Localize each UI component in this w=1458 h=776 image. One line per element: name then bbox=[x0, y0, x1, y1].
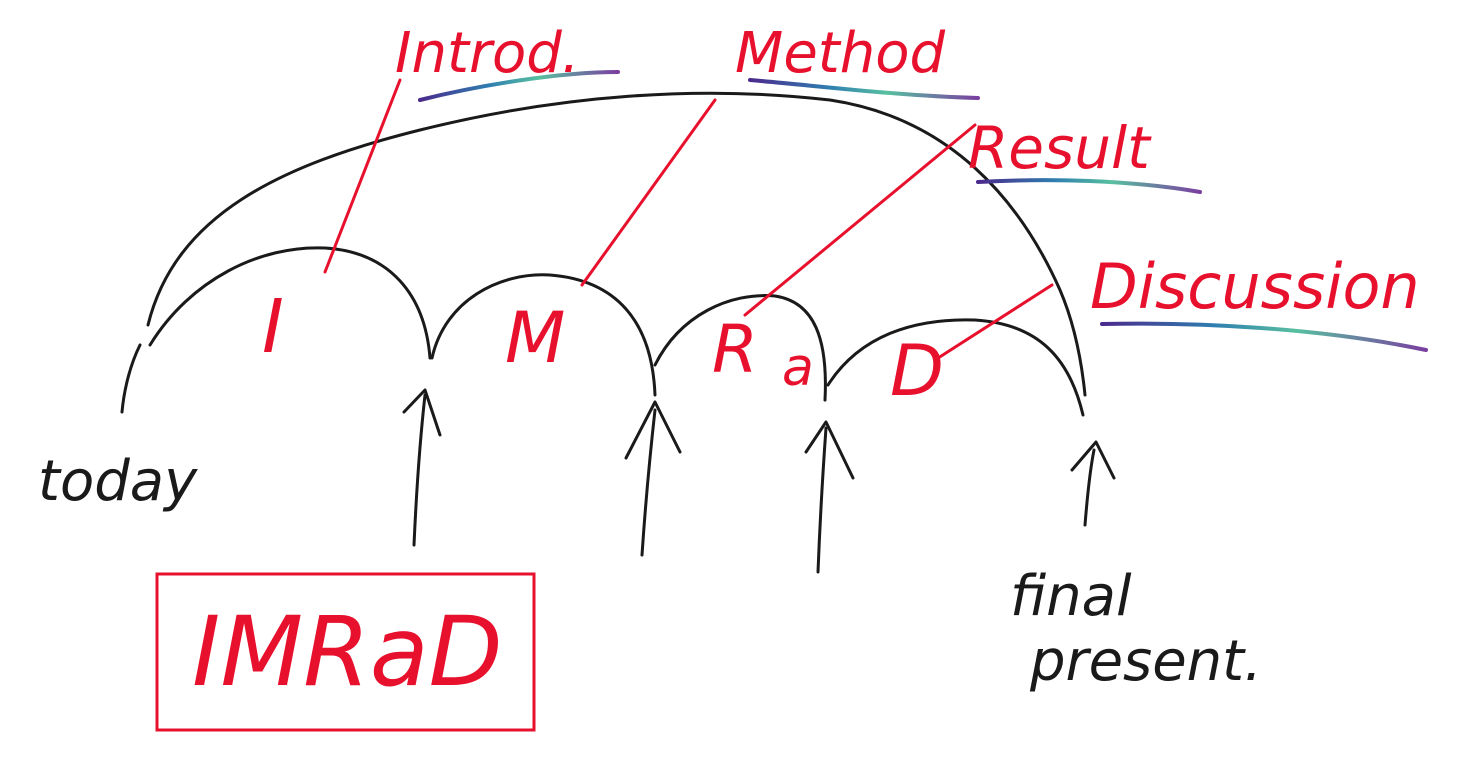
arc-discussion bbox=[826, 318, 1085, 417]
letter-method: M bbox=[505, 297, 565, 379]
arrow-milestone-2 bbox=[624, 400, 682, 557]
leader-intro bbox=[323, 78, 402, 274]
imrad-box-text: IMRaD bbox=[192, 596, 503, 708]
arrow-milestone-1 bbox=[402, 388, 442, 547]
underline-discussion bbox=[1100, 321, 1428, 352]
letter-discussion: D bbox=[890, 330, 944, 412]
label-intro: Introd. bbox=[395, 21, 580, 86]
underline-method bbox=[748, 78, 980, 100]
leader-results bbox=[743, 123, 977, 317]
leader-discussion bbox=[933, 283, 1054, 362]
label-final-line2: present. bbox=[1029, 629, 1262, 694]
label-method: Method bbox=[735, 21, 945, 86]
letter-results-extra: a bbox=[782, 338, 814, 398]
label-today: today bbox=[38, 449, 198, 514]
letter-intro: I bbox=[262, 284, 284, 370]
label-results: Result bbox=[968, 114, 1152, 182]
label-final-line1: final bbox=[1010, 564, 1132, 629]
underline-intro bbox=[418, 70, 620, 102]
arrow-milestone-3 bbox=[804, 420, 855, 574]
underline-results bbox=[976, 178, 1202, 194]
leader-method bbox=[580, 98, 717, 287]
label-discussion: Discussion bbox=[1090, 250, 1420, 323]
start-tick bbox=[120, 343, 142, 414]
arrow-milestone-4 bbox=[1070, 440, 1116, 527]
arc-method bbox=[430, 273, 657, 397]
imrad-box bbox=[155, 572, 536, 732]
overall-arc bbox=[146, 91, 1087, 397]
arc-intro bbox=[148, 246, 432, 360]
arc-results bbox=[653, 294, 827, 402]
letter-results: R bbox=[712, 311, 758, 388]
